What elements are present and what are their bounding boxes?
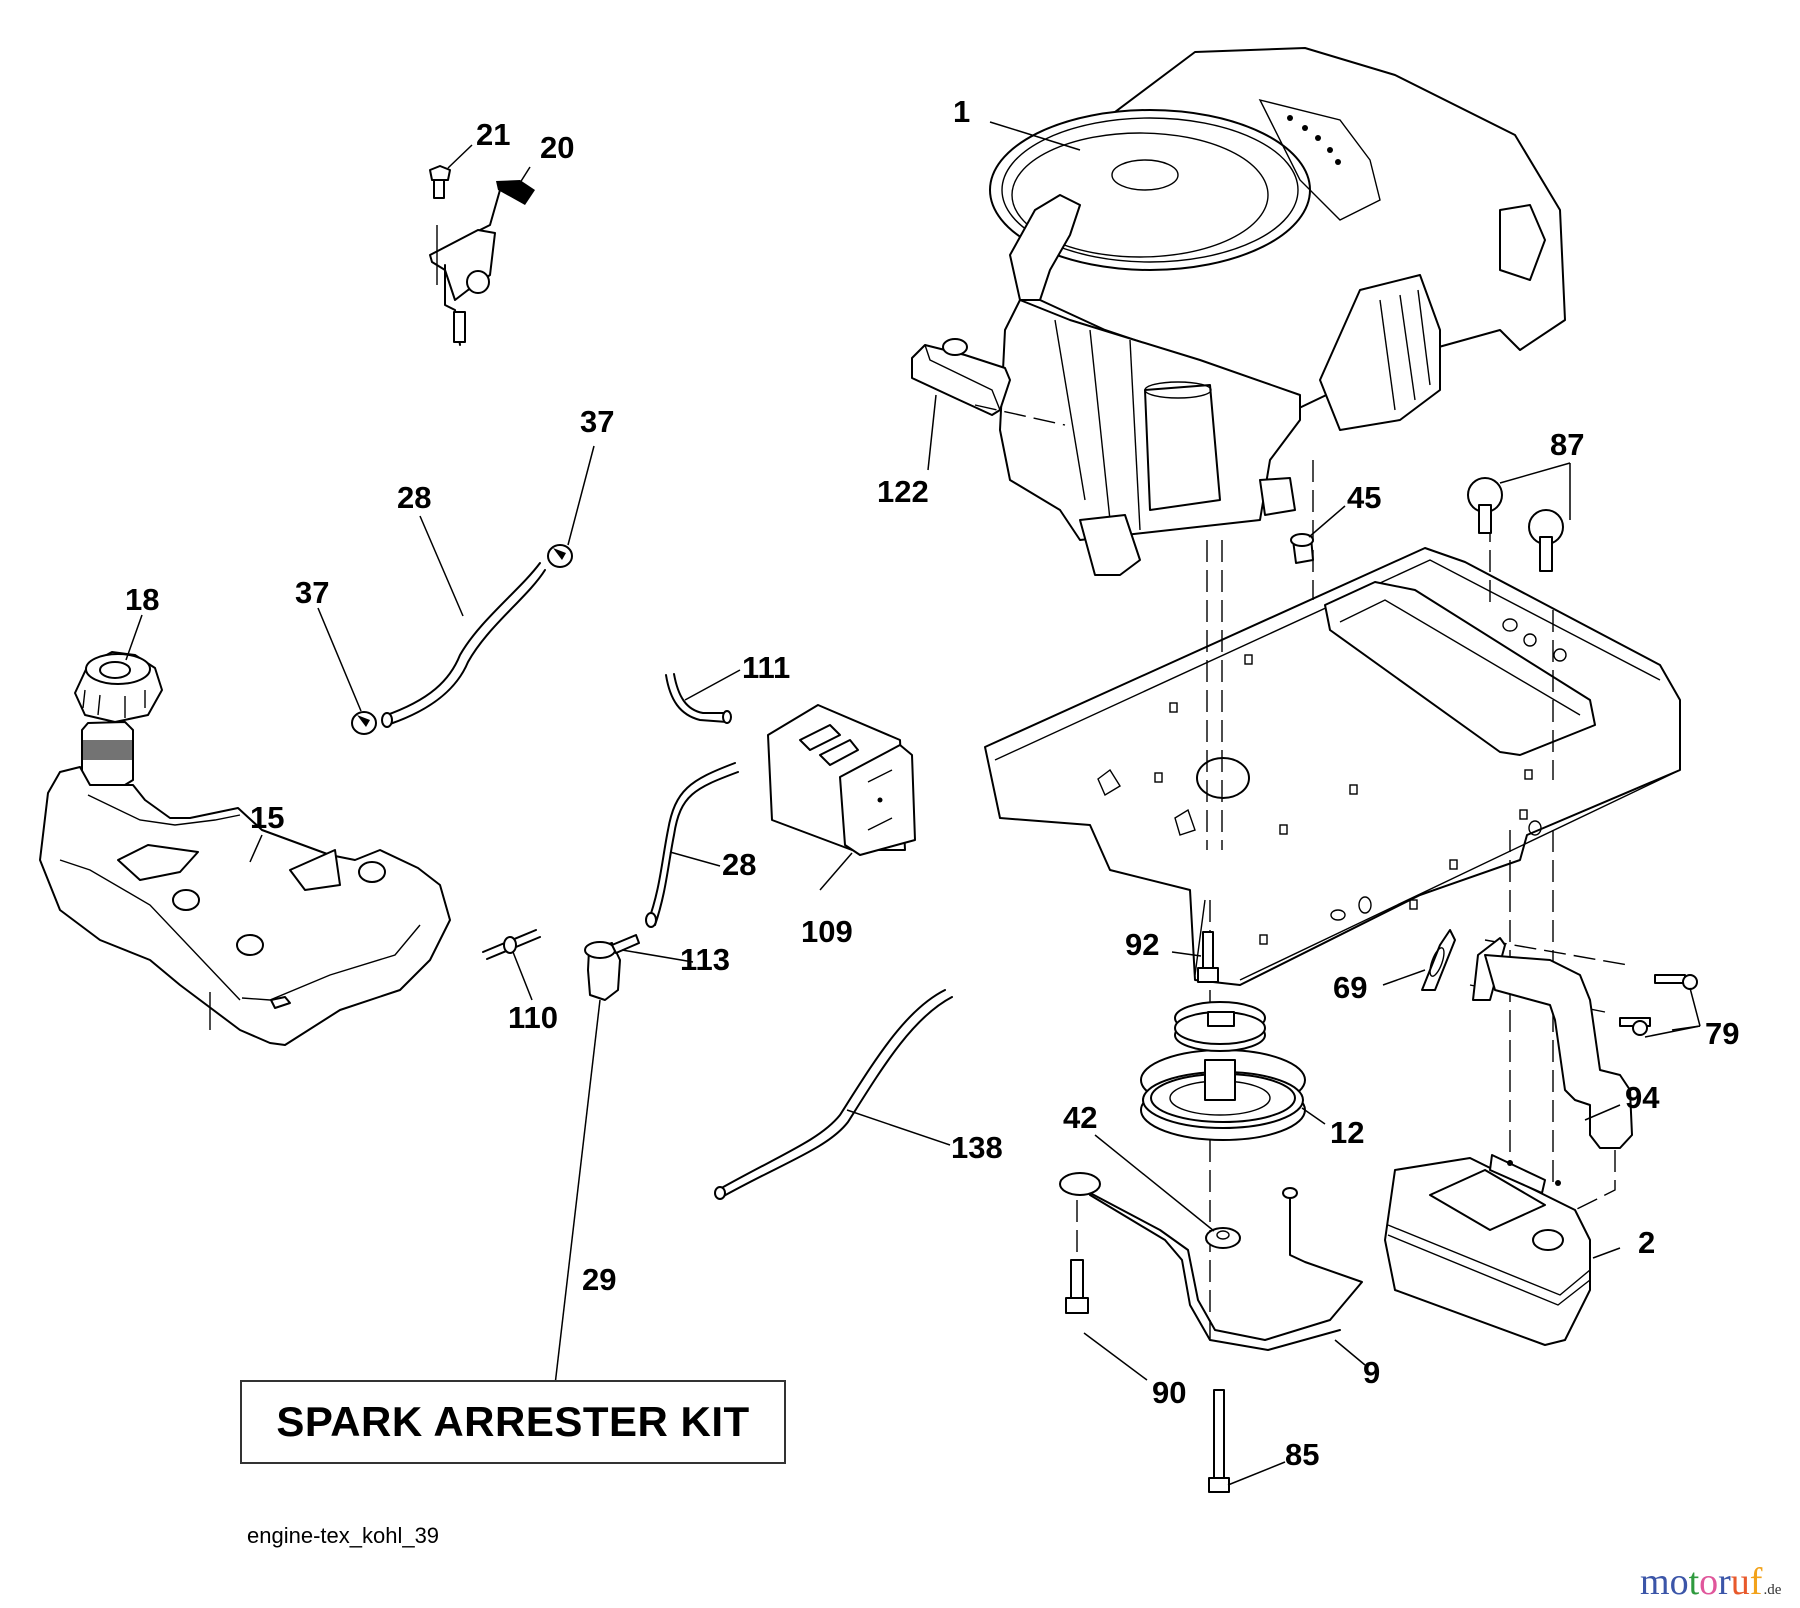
fuel-valve-113-part[interactable] — [584, 934, 640, 1001]
watermark-letter: u — [1730, 1561, 1750, 1603]
watermark-tld: .de — [1763, 1582, 1782, 1598]
callout-28-lower[interactable]: 28 — [722, 847, 756, 882]
callout-15[interactable]: 15 — [250, 800, 284, 835]
callout-42[interactable]: 42 — [1063, 1100, 1097, 1135]
callout-21[interactable]: 21 — [476, 117, 510, 152]
fuel-filter-canister-109-part[interactable] — [767, 704, 916, 856]
callout-111[interactable]: 111 — [742, 650, 790, 685]
callout-79[interactable]: 79 — [1705, 1016, 1739, 1051]
callout-85[interactable]: 85 — [1285, 1437, 1319, 1472]
bolt-21-part[interactable] — [429, 165, 451, 199]
callout-1[interactable]: 1 — [953, 94, 970, 129]
motoruf-watermark-logo: motoruf.de — [1640, 1563, 1781, 1601]
callout-20[interactable]: 20 — [540, 130, 574, 165]
callout-122[interactable]: 122 — [877, 474, 929, 509]
fuel-hose-28-upper-part[interactable] — [381, 562, 546, 728]
callout-94[interactable]: 94 — [1625, 1080, 1660, 1115]
gasket-69-part[interactable] — [1421, 929, 1456, 991]
callout-37-lower[interactable]: 37 — [295, 575, 329, 610]
callout-87[interactable]: 87 — [1550, 427, 1584, 462]
leader-lines — [125, 121, 1701, 1486]
fuel-hose-28-lower-part[interactable] — [645, 762, 739, 928]
callout-numbers: 1 2 9 12 15 18 20 21 28 28 29 37 37 42 4… — [125, 94, 1739, 1472]
engine-part[interactable] — [989, 47, 1566, 576]
hose-clamp-37-lower-part[interactable] — [351, 711, 377, 735]
hose-clamp-37-upper-part[interactable] — [547, 544, 573, 568]
callout-28-upper[interactable]: 28 — [397, 480, 431, 515]
callout-113[interactable]: 113 — [680, 942, 730, 977]
watermark-letter: o — [1699, 1561, 1719, 1603]
callout-92[interactable]: 92 — [1125, 927, 1159, 962]
deck-frame-part[interactable] — [984, 547, 1681, 986]
callout-90[interactable]: 90 — [1152, 1375, 1186, 1410]
callout-2[interactable]: 2 — [1638, 1225, 1655, 1260]
hose-111-part[interactable] — [665, 673, 732, 724]
spark-arrester-kit-label: SPARK ARRESTER KIT — [276, 1398, 750, 1445]
flange-bolt-87-part[interactable] — [1467, 477, 1564, 572]
callout-9[interactable]: 9 — [1363, 1355, 1380, 1390]
fuel-tank-15-part[interactable] — [39, 721, 451, 1046]
fuel-cap-18-part[interactable] — [74, 651, 163, 723]
bolt-85-part[interactable] — [1208, 1389, 1230, 1493]
spark-arrester-kit-box[interactable]: SPARK ARRESTER KIT — [240, 1380, 786, 1464]
fuel-connector-110-part[interactable] — [482, 929, 541, 960]
callout-12[interactable]: 12 — [1330, 1115, 1364, 1150]
bolt-92-part[interactable] — [1197, 931, 1219, 983]
exhaust-pipe-94-part[interactable] — [1472, 937, 1633, 1149]
callout-110[interactable]: 110 — [508, 1000, 558, 1035]
callout-109[interactable]: 109 — [801, 914, 853, 949]
callout-138[interactable]: 138 — [951, 1130, 1003, 1165]
nut-45-part[interactable] — [1290, 533, 1314, 564]
watermark-letter: m — [1640, 1561, 1670, 1603]
watermark-letter: r — [1718, 1561, 1731, 1603]
pulley-12-part[interactable] — [1140, 1001, 1306, 1141]
bolt-90-part[interactable] — [1065, 1200, 1089, 1314]
callout-18[interactable]: 18 — [125, 582, 159, 617]
callout-45[interactable]: 45 — [1347, 480, 1381, 515]
rod-138-part[interactable] — [714, 989, 953, 1200]
callout-29[interactable]: 29 — [582, 1262, 616, 1297]
muffler-2-part[interactable] — [1384, 1154, 1591, 1346]
washer-42-part[interactable] — [1205, 1227, 1241, 1249]
watermark-letter: t — [1688, 1561, 1700, 1603]
rod-bracket-9-part[interactable] — [1059, 1172, 1363, 1351]
callout-37-upper[interactable]: 37 — [580, 404, 614, 439]
callout-69[interactable]: 69 — [1333, 970, 1367, 1005]
bracket-122-part[interactable] — [911, 338, 1011, 416]
watermark-letter: o — [1669, 1561, 1689, 1603]
watermark-letter: f — [1749, 1561, 1763, 1603]
screw-79-part[interactable] — [1619, 974, 1698, 1036]
throttle-control-20-part[interactable] — [429, 180, 535, 346]
drawing-id: engine-tex_kohl_39 — [247, 1523, 440, 1548]
